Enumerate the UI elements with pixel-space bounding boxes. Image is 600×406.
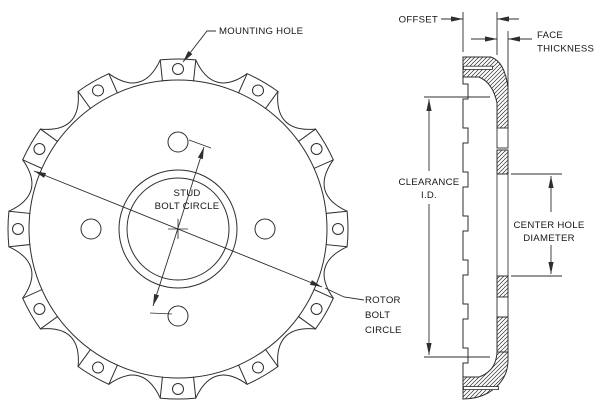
- mounting-hole: [252, 361, 264, 374]
- stud-hole: [167, 305, 189, 327]
- front-view: MOUNTING HOLE STUD BOLT CIRCLE ROTOR BOL…: [7, 26, 402, 400]
- rotor-bolt-hole-upper: [496, 127, 509, 149]
- center-hole-label-line2: DIAMETER: [523, 233, 575, 244]
- mounting-hole: [332, 223, 344, 235]
- clearance-id-label-line1: CLEARANCE: [399, 177, 460, 188]
- center-hole-label-line1: CENTER HOLE: [514, 220, 585, 231]
- rotor-bolt-circle-label-line3: CIRCLE: [365, 325, 402, 336]
- section-view: OFFSET FACE THICKNESS CLEARANCE I.D. CEN…: [399, 12, 594, 400]
- rotor-bolt-circle-label-line2: BOLT: [365, 310, 390, 321]
- rotor-bolt-circle-label-line1: ROTOR: [365, 295, 401, 306]
- stud-hole: [254, 218, 276, 240]
- mounting-hole: [92, 84, 104, 97]
- mounting-hole-leader: [182, 30, 216, 63]
- face-plate-bottom: [496, 316, 509, 353]
- offset-extension-lines: [462, 12, 498, 55]
- mounting-holes-group: [12, 63, 344, 395]
- rotor-bolt-circle-leader: [324, 287, 365, 301]
- offset-label: OFFSET: [399, 15, 438, 26]
- center-hole-diameter-dimension: CENTER HOLE DIAMETER: [511, 173, 585, 277]
- mounting-hole: [310, 143, 323, 155]
- mounting-hole: [33, 143, 46, 155]
- mounting-hole: [172, 63, 184, 75]
- flange-silhouette-notched: [462, 56, 469, 400]
- mounting-hole: [92, 361, 104, 374]
- flange-strip-separator: [463, 65, 493, 70]
- rotor-bolt-circle-dimension-line: [33, 170, 323, 288]
- stud-hole: [167, 131, 189, 153]
- mounting-hole: [33, 303, 46, 315]
- hat-body-circle: [28, 79, 328, 379]
- face-plate-lower: [496, 275, 509, 298]
- mounting-hole: [252, 84, 264, 97]
- mounting-hole: [12, 223, 24, 235]
- stud-bolt-circle-label-line2: BOLT CIRCLE: [155, 201, 220, 212]
- face-plate-upper: [496, 149, 509, 175]
- clearance-id-dimension: CLEARANCE I.D.: [399, 96, 490, 358]
- center-hole-edges: [496, 174, 509, 276]
- offset-dimension: OFFSET: [399, 12, 519, 55]
- section-lower-wall: [462, 351, 509, 400]
- clearance-id-label-line2: I.D.: [421, 190, 437, 201]
- flange-strip-separator-bottom: [463, 386, 499, 391]
- stud-dimension-hooks: [149, 139, 212, 315]
- face-thickness-label-line1: FACE: [537, 30, 563, 41]
- stud-hole: [80, 218, 102, 240]
- mounting-hole: [172, 383, 184, 395]
- stud-bolt-circle-dimension-line: [152, 146, 205, 307]
- mounting-hole-label: MOUNTING HOLE: [219, 26, 303, 37]
- mounting-tab-side-lines: [8, 59, 348, 399]
- rotor-bolt-hole-lower: [496, 296, 509, 318]
- face-thickness-dimension: FACE THICKNESS: [471, 30, 594, 88]
- mounting-hole: [310, 303, 323, 315]
- center-hole-extension-lines: [511, 173, 562, 277]
- clearance-extension-lines: [424, 96, 490, 358]
- face-thickness-label-line2: THICKNESS: [537, 44, 594, 55]
- stud-bolt-circle-label-line1: STUD: [173, 188, 200, 199]
